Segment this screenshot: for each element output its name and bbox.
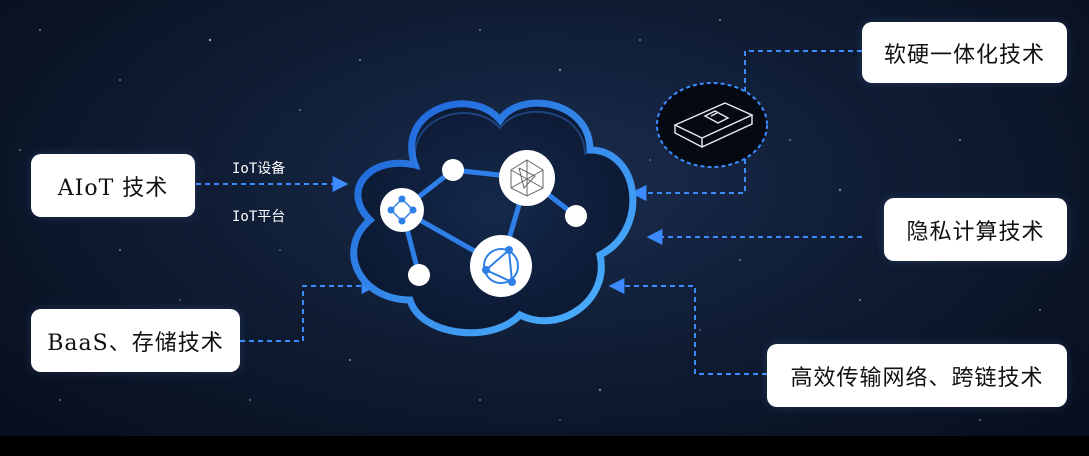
polyhedron-icon (499, 150, 555, 206)
atom-cycle-icon (470, 235, 532, 297)
diagram-graphics (196, 50, 862, 375)
connector-hardware (630, 50, 862, 201)
server-hardware-icon (656, 82, 768, 168)
connector-network (608, 278, 767, 375)
bottom-band (0, 436, 1089, 456)
box-privacy: 隐私计算技术 (884, 198, 1067, 261)
node-small-1 (442, 159, 464, 181)
box-hardware: 软硬一体化技术 (862, 22, 1067, 83)
label-iot-platform: IoT平台 (232, 209, 286, 225)
node-small-3 (408, 264, 430, 286)
box-aiot: AIoT 技术 (31, 154, 195, 217)
starfield (19, 19, 1041, 421)
box-baas: BaaS、存储技术 (31, 309, 240, 372)
label-iot-device: IoT设备 (232, 161, 286, 177)
box-network: 高效传输网络、跨链技术 (767, 344, 1067, 407)
node-small-2 (565, 205, 587, 227)
connector-baas (240, 278, 378, 342)
network-nodes-icon (380, 188, 424, 232)
